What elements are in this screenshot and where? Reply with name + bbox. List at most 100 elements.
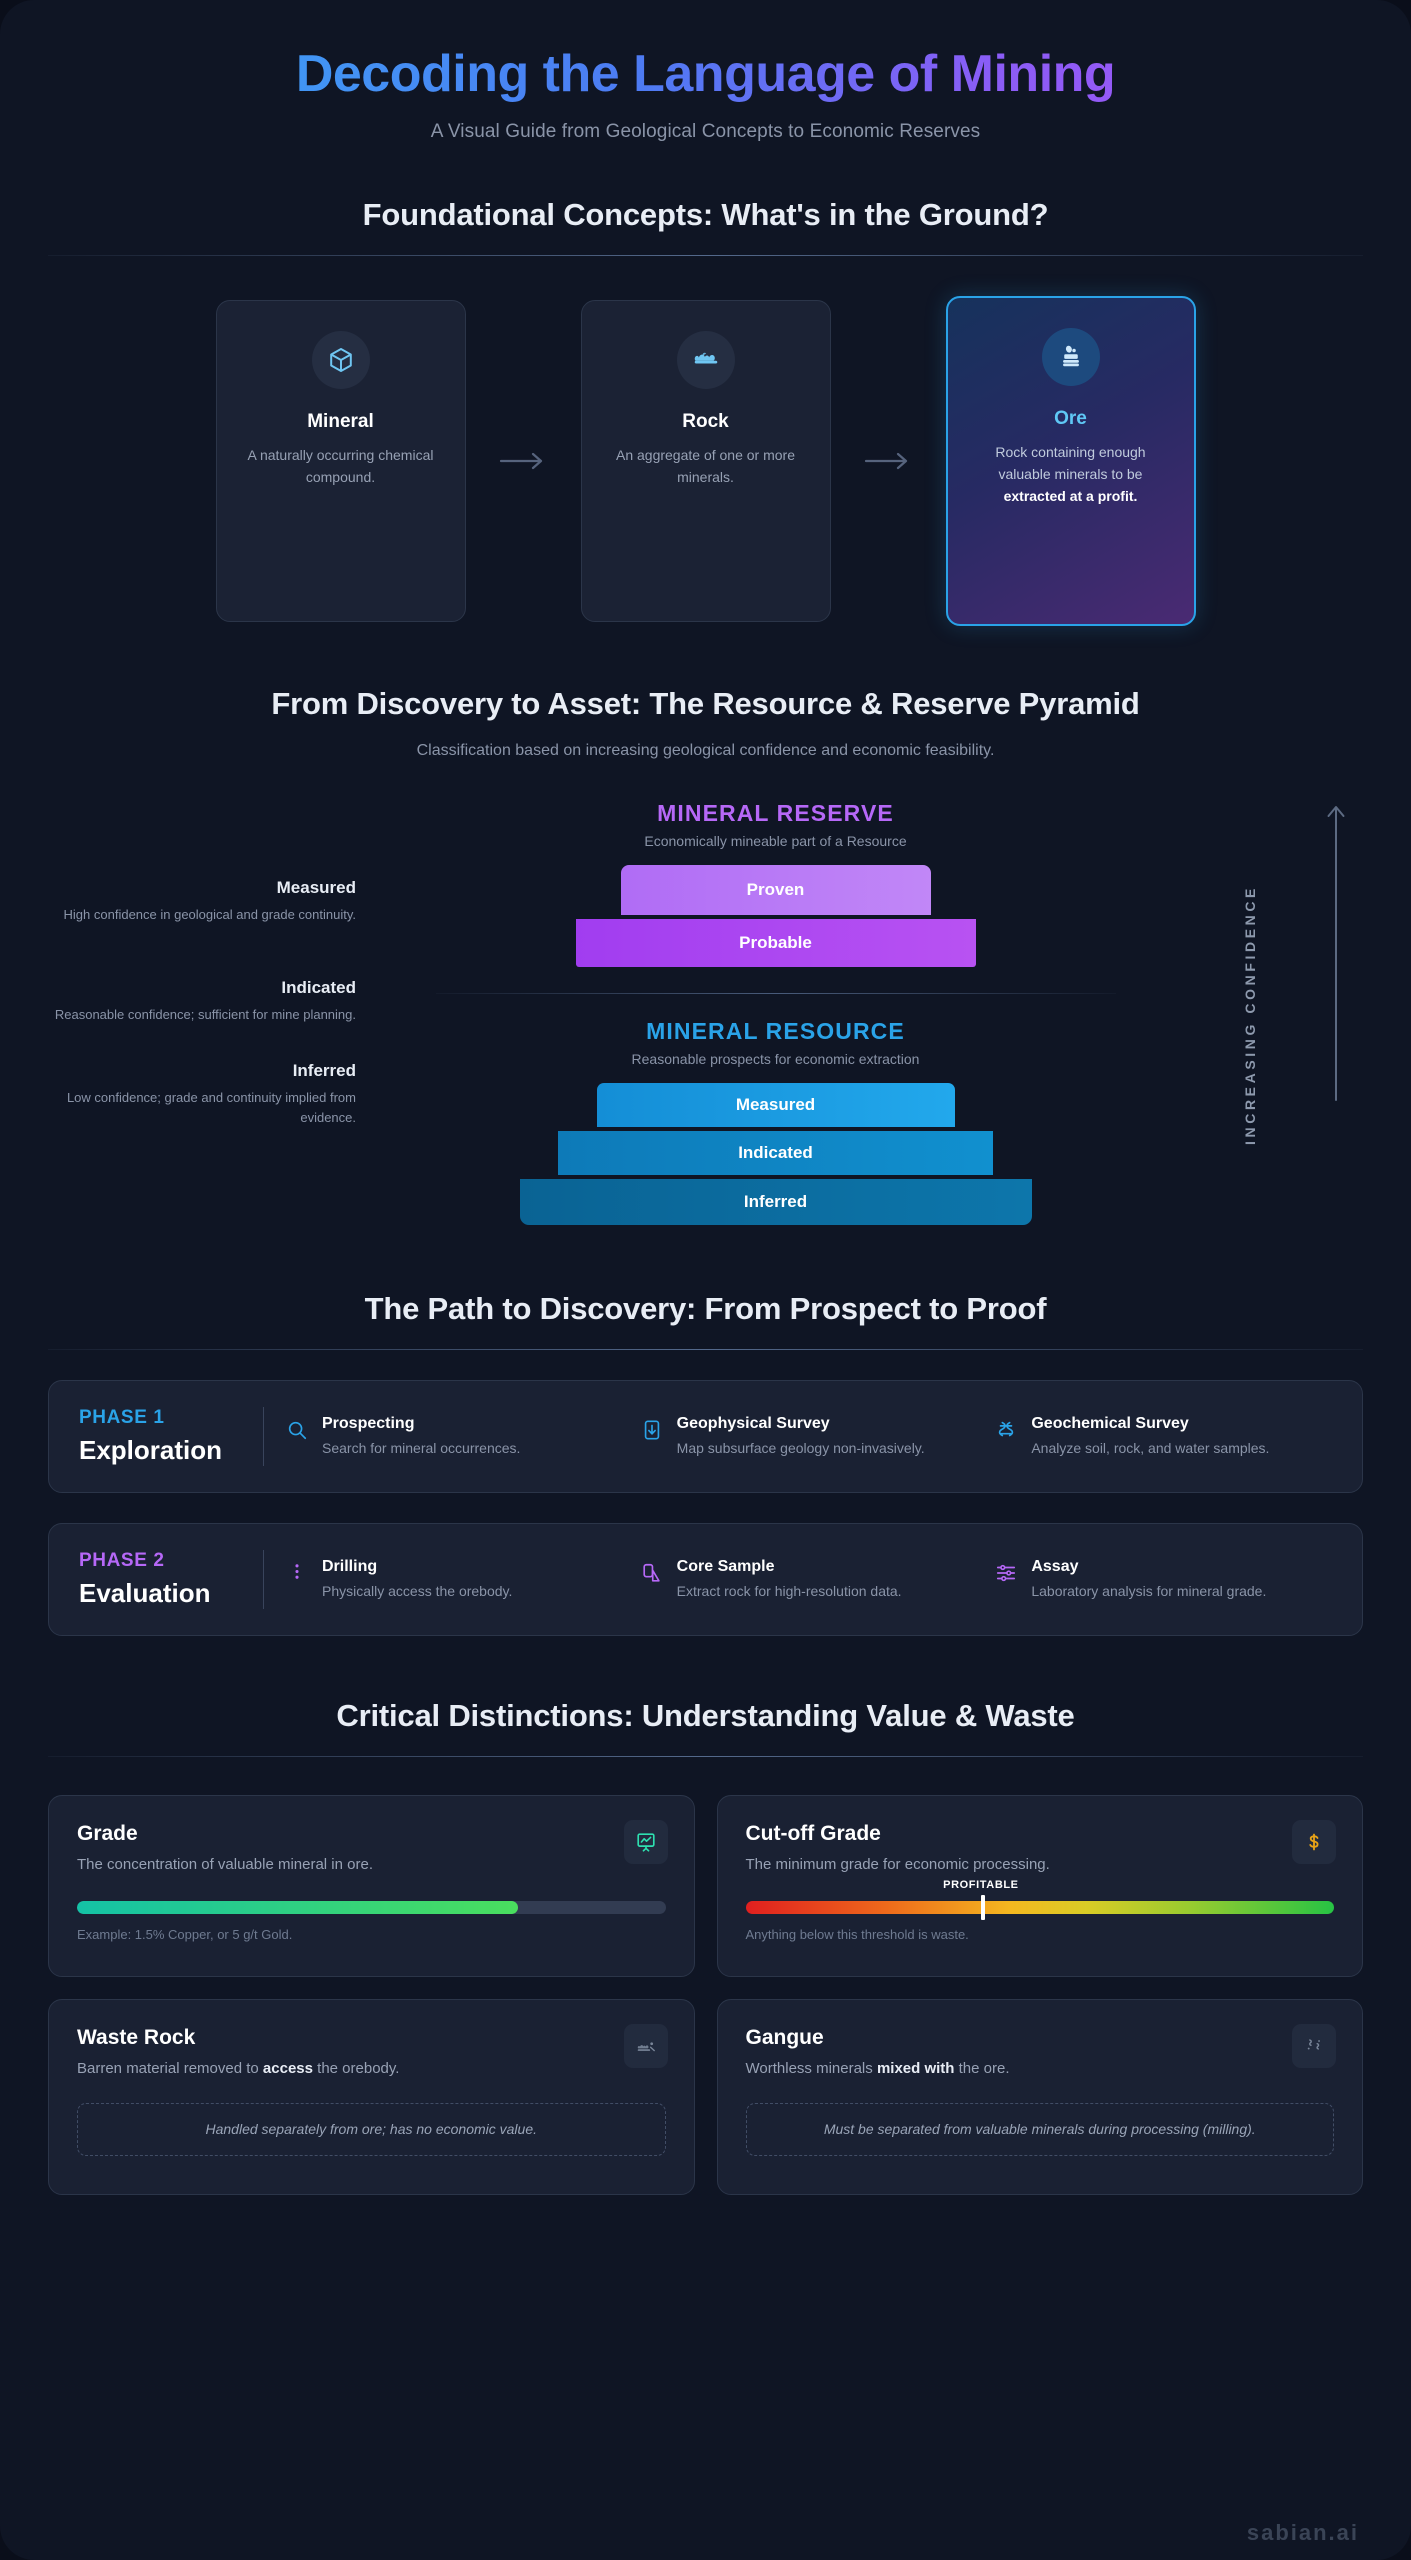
step-assay[interactable]: Assay Laboratory analysis for mineral gr… (995, 1558, 1332, 1602)
step-desc: Analyze soil, rock, and water samples. (1031, 1439, 1270, 1456)
confidence-level-indicated: Indicated Reasonable confidence; suffici… (48, 978, 356, 1025)
phase-steps: Prospecting Search for mineral occurrenc… (264, 1415, 1332, 1459)
phase-card-evaluation[interactable]: PHASE 2 Evaluation Drilling Physically a… (48, 1523, 1363, 1637)
arrow-right-icon-2 (831, 451, 946, 471)
foundation-section-header: Foundational Concepts: What's in the Gro… (0, 197, 1411, 257)
ore-desc-bold: extracted at a profit. (1003, 487, 1138, 504)
card-desc: Worthless minerals mixed with the ore. (746, 2058, 1335, 2081)
cutoff-note: Anything below this threshold is waste. (745, 1926, 969, 1942)
ore-desc-plain: Rock containing enough valuable minerals… (995, 444, 1146, 483)
pyramid-tier-measured[interactable]: Measured (596, 1083, 955, 1128)
cutoff-track (745, 1900, 1334, 1914)
card-title: Grade (77, 1822, 138, 1846)
pyramid-tier-inferred[interactable]: Inferred (519, 1179, 1032, 1226)
phase-steps: Drilling Physically access the orebody. … (264, 1558, 1332, 1602)
step-title: Prospecting (322, 1414, 415, 1432)
core-sample-icon (641, 1558, 663, 1589)
confidence-level-measured: Measured High confidence in geological a… (48, 878, 356, 925)
phase-name: Evaluation (79, 1578, 211, 1609)
rock-layers-icon (676, 331, 735, 390)
pyramid-tier-indicated[interactable]: Indicated (558, 1131, 993, 1176)
distinctions-heading: Critical Distinctions: Understanding Val… (336, 1698, 1075, 1734)
particles-icon (1292, 2024, 1336, 2069)
molecule-icon (995, 1415, 1017, 1446)
phase-name: Exploration (79, 1435, 223, 1466)
concept-card-mineral[interactable]: Mineral A naturally occurring chemical c… (215, 300, 466, 623)
pyramid-tiers: MINERAL RESERVE Economically mineable pa… (378, 800, 1173, 1229)
concept-card-rock[interactable]: Rock An aggregate of one or more mineral… (580, 300, 831, 623)
divider (48, 255, 1363, 257)
confidence-level-inferred: Inferred Low confidence; grade and conti… (48, 1061, 356, 1128)
band-divider (435, 993, 1116, 995)
desc-bold: mixed with (876, 2060, 955, 2078)
step-core-sample[interactable]: Core Sample Extract rock for high-resolu… (641, 1558, 978, 1602)
survey-download-icon (641, 1415, 663, 1446)
concept-title: Ore (1054, 408, 1087, 430)
cube-icon (311, 331, 370, 390)
arrow-right-icon (466, 451, 581, 471)
step-desc: Extract rock for high-resolution data. (676, 1582, 902, 1599)
page-header: Decoding the Language of Mining A Visual… (0, 0, 1411, 143)
card-desc: Barren material removed to access the or… (77, 2058, 666, 2081)
distinction-card-gangue[interactable]: Gangue Worthless minerals mixed with the… (716, 1999, 1363, 2196)
desc-after: the orebody. (312, 2060, 400, 2078)
step-geochemical-survey[interactable]: Geochemical Survey Analyze soil, rock, a… (995, 1415, 1332, 1459)
desc-before: Barren material removed to (77, 2060, 263, 2078)
distinction-card-waste-rock[interactable]: Waste Rock Barren material removed to ac… (48, 1999, 695, 2196)
reserve-band-subtitle: Economically mineable part of a Resource (644, 833, 907, 850)
step-drilling[interactable]: Drilling Physically access the orebody. (286, 1558, 623, 1602)
cutoff-marker-label: PROFITABLE (943, 1878, 1019, 1891)
distinction-card-grade[interactable]: Grade The concentration of valuable mine… (48, 1795, 695, 1978)
confidence-axis-label: INCREASING CONFIDENCE (1242, 884, 1258, 1145)
distinctions-section-header: Critical Distinctions: Understanding Val… (0, 1698, 1411, 1758)
foundation-heading: Foundational Concepts: What's in the Gro… (362, 197, 1049, 233)
grade-bar-fill (77, 1900, 519, 1914)
reserve-band-title: MINERAL RESERVE (657, 800, 894, 827)
ore-stack-icon (1041, 328, 1100, 387)
step-desc: Map subsurface geology non-invasively. (676, 1439, 925, 1456)
step-geophysical-survey[interactable]: Geophysical Survey Map subsurface geolog… (641, 1415, 978, 1459)
sliders-icon (995, 1558, 1017, 1589)
concept-title: Mineral (307, 411, 374, 433)
confidence-desc: Reasonable confidence; sufficient for mi… (54, 1006, 356, 1022)
pyramid-diagram: Measured High confidence in geological a… (0, 800, 1411, 1229)
step-desc: Laboratory analysis for mineral grade. (1031, 1582, 1267, 1599)
confidence-desc: High confidence in geological and grade … (63, 907, 356, 923)
step-title: Drilling (322, 1557, 378, 1575)
card-desc: The concentration of valuable mineral in… (77, 1856, 374, 1874)
pyramid-tier-proven[interactable]: Proven (620, 865, 931, 916)
step-title: Geochemical Survey (1031, 1414, 1189, 1432)
pyramid-section-header: From Discovery to Asset: The Resource & … (0, 686, 1411, 722)
step-title: Assay (1031, 1557, 1079, 1575)
path-heading: The Path to Discovery: From Prospect to … (364, 1291, 1047, 1327)
waste-rock-note: Handled separately from ore; has no econ… (77, 2102, 666, 2156)
confidence-name: Measured (276, 878, 356, 898)
cutoff-threshold-marker (980, 1894, 985, 1920)
pyramid-heading: From Discovery to Asset: The Resource & … (271, 686, 1140, 722)
desc-bold: access (262, 2060, 313, 2078)
phase-card-exploration[interactable]: PHASE 1 Exploration Prospecting Search f… (48, 1380, 1363, 1494)
divider (48, 1756, 1363, 1758)
search-icon (286, 1415, 308, 1446)
path-section-header: The Path to Discovery: From Prospect to … (0, 1291, 1411, 1351)
concept-card-ore[interactable]: Ore Rock containing enough valuable mine… (945, 296, 1196, 627)
confidence-desc: Low confidence; grade and continuity imp… (66, 1089, 356, 1125)
step-prospecting[interactable]: Prospecting Search for mineral occurrenc… (286, 1415, 623, 1459)
distinction-card-cutoff[interactable]: Cut-off Grade The minimum grade for econ… (716, 1795, 1363, 1978)
grade-bar (77, 1900, 666, 1914)
grade-note: Example: 1.5% Copper, or 5 g/t Gold. (77, 1926, 293, 1942)
page-subtitle: A Visual Guide from Geological Concepts … (430, 121, 981, 143)
card-desc: The minimum grade for economic processin… (745, 1856, 1050, 1874)
chart-presentation-icon (623, 1820, 668, 1865)
gangue-note: Must be separated from valuable minerals… (745, 2102, 1334, 2156)
pyramid-tier-probable[interactable]: Probable (575, 919, 976, 968)
confidence-name: Indicated (281, 977, 356, 997)
resource-band-subtitle: Reasonable prospects for economic extrac… (631, 1051, 920, 1068)
concept-desc: Rock containing enough valuable minerals… (970, 442, 1172, 507)
confidence-axis: INCREASING CONFIDENCE (1173, 800, 1363, 1229)
watermark: sabian.ai (1246, 2520, 1359, 2545)
card-title: Gangue (745, 2026, 824, 2050)
phase-number: PHASE 1 (79, 1407, 165, 1429)
distinctions-grid: Grade The concentration of valuable mine… (0, 1757, 1411, 2196)
